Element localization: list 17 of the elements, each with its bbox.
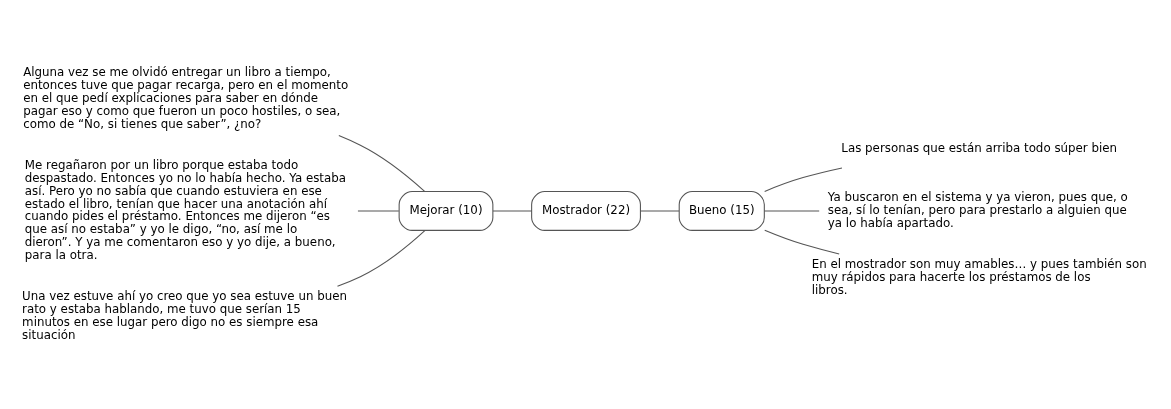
node-box: Bueno (15) [678,191,765,231]
node-text: Alguna vez se me olvidó entregar un libro a tiempo, entonces tuve que pagar recarga, pero en el momento en el que pedí explicaciones para saber en dónde pagar eso y como que fueron un poco hostiles, o sea, como de “No, si tienes que saber”, ¿no? [23,65,349,131]
connector [492,210,533,212]
node-box: Mejorar (10) [398,191,494,231]
node-text: Ya buscaron en el sistema y ya vieron, pues que, o sea, sí lo tenían, pero para prestarlo a alguien que ya lo había apartado. [827,190,1128,230]
node-text: Una vez estuve ahí yo creo que yo sea estuve un buen rato y estaba hablando, me tuvo que serían 15 minutos en ese lugar pero digo no es siempre esa situación [22,289,347,342]
node-text: Las personas que están arriba todo súper bien [841,140,1118,155]
node-box: Mostrador (22) [531,191,641,231]
connector [764,229,840,255]
node-text: En el mostrador son muy amables… y pues también son muy rápidos para hacerte los préstamos de los libros. [811,256,1147,297]
connector [338,135,426,192]
connector [764,167,843,192]
connector [357,210,400,212]
node-text: Me regañaron por un libro porque estaba todo despastado. Entonces yo no lo había hecho. Ya estaba así. Pero yo no sabía que cuando estuviera en ese estado el libro, tenían que hacer una anotación ahí cuando pides el préstamo. Entonces me dijeron “es que así no estaba” y yo le digo, “no, así me lo dieron”. Y ya me comentaron eso y yo dije, a bueno, para la otra. [24,157,346,263]
connector [763,210,820,212]
connector [640,210,680,212]
connector [336,229,426,287]
